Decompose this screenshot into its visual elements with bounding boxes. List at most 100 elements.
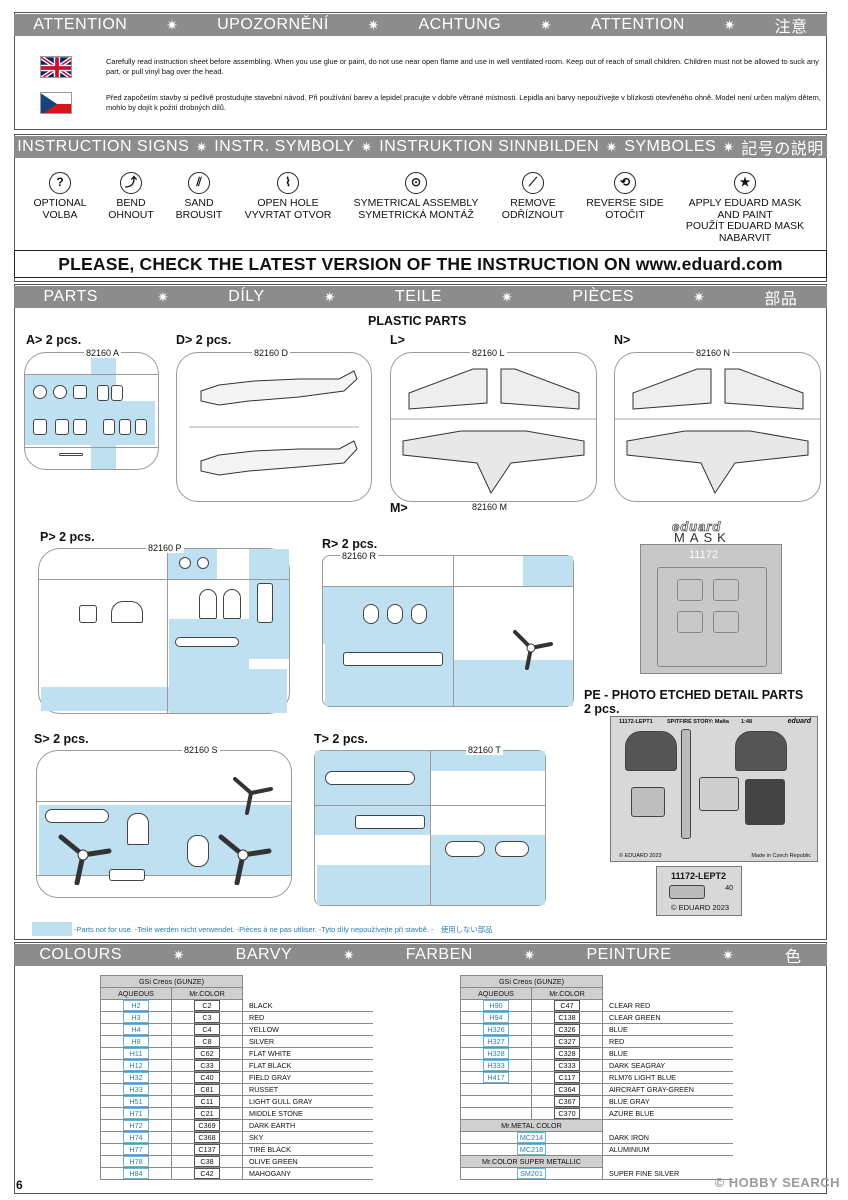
colours-cz: BARVY bbox=[235, 946, 293, 963]
mrcolor-cell: C47 bbox=[531, 999, 603, 1012]
mrcolor-code: C370 bbox=[554, 1108, 580, 1119]
parts-cz: DÍLY bbox=[228, 288, 265, 305]
colour-name: YELLOW bbox=[242, 1023, 373, 1036]
watermark: © HOBBY SEARCH bbox=[714, 1175, 840, 1190]
sprue-t-label: T> 2 pcs. bbox=[314, 732, 368, 746]
mrcolor-cell: C327 bbox=[531, 1035, 603, 1048]
pe-fret2-copy: © EDUARD 2023 bbox=[671, 903, 730, 912]
colour-name: DARK EARTH bbox=[242, 1119, 373, 1132]
mrcolor-cell: C38 bbox=[171, 1155, 243, 1168]
colour-name: BLUE bbox=[602, 1023, 733, 1036]
mrcolor-cell: C326 bbox=[531, 1023, 603, 1036]
separator-star-icon: ✷ bbox=[195, 138, 208, 155]
sprue-runner bbox=[323, 586, 573, 587]
mrcolor-code: C327 bbox=[554, 1036, 580, 1047]
mrcolor-code: C326 bbox=[554, 1024, 580, 1035]
instrument-panel-part bbox=[625, 731, 677, 771]
mrcolor-cell: C33 bbox=[171, 1059, 243, 1072]
separator-star-icon: ✷ bbox=[722, 138, 735, 155]
colour-name: SKY bbox=[242, 1131, 373, 1144]
separator-star-icon: ✷ bbox=[156, 288, 170, 305]
mrcolor-cell: C11 bbox=[171, 1095, 243, 1108]
reverse-icon: ⟲ bbox=[614, 172, 636, 194]
mrcolor-cell: C8 bbox=[171, 1035, 243, 1048]
plastic-part bbox=[175, 637, 239, 647]
sprue-n-label: N> bbox=[614, 333, 631, 347]
wing-part bbox=[391, 368, 596, 495]
aqueous-code: H12 bbox=[123, 1060, 149, 1071]
pe-fret1-name: SPITFIRE STORY: Malta bbox=[667, 719, 729, 725]
aqueous-cell bbox=[460, 1083, 532, 1096]
mask-sheet: 11172 bbox=[640, 544, 782, 674]
aqueous-code: H90 bbox=[483, 1000, 509, 1011]
aqueous-cell bbox=[460, 1095, 532, 1108]
sprue-a bbox=[24, 352, 159, 470]
metal-code: MC214 bbox=[516, 1132, 547, 1143]
attention-cz: UPOZORNĚNÍ bbox=[217, 16, 329, 33]
sign-label: POUŽÍT EDUARD MASK bbox=[685, 220, 805, 232]
colour-name: RUSSET bbox=[242, 1083, 373, 1096]
brand-header: GSi Creos (GUNZE) bbox=[100, 975, 243, 988]
aqueous-code: H4 bbox=[123, 1024, 149, 1035]
sprue-r-number: 82160 R bbox=[340, 551, 379, 561]
colours-de: FARBEN bbox=[405, 946, 473, 963]
mrcolor-header: Mr.COLOR bbox=[171, 987, 243, 1000]
parts-jp: 部品 bbox=[764, 291, 798, 308]
plastic-part bbox=[33, 385, 47, 399]
colour-name: FLAT WHITE bbox=[242, 1047, 373, 1060]
pe-fret2-code: 11172-LEPT2 bbox=[671, 871, 727, 881]
colour-name: DARK SEAGRAY bbox=[602, 1059, 733, 1072]
pe-qty: 2 pcs. bbox=[584, 702, 620, 716]
plastic-parts-title: PLASTIC PARTS bbox=[368, 314, 467, 328]
pe-part bbox=[745, 779, 785, 825]
not-for-use-area bbox=[317, 865, 545, 905]
colours-frame bbox=[14, 942, 827, 1194]
mrcolor-code: C367 bbox=[554, 1096, 580, 1107]
plastic-part bbox=[343, 652, 443, 666]
pe-part bbox=[681, 729, 691, 839]
pe-fret1-made: Made in Czech Republic bbox=[751, 853, 811, 859]
plastic-part bbox=[111, 601, 143, 623]
plastic-part bbox=[223, 589, 241, 619]
aqueous-cell: H90 bbox=[460, 999, 532, 1012]
plastic-part bbox=[355, 815, 425, 829]
sprue-runner bbox=[167, 549, 168, 713]
mrcolor-cell: C333 bbox=[531, 1059, 603, 1072]
aqueous-code: H84 bbox=[123, 1168, 149, 1179]
colour-name: FLAT BLACK bbox=[242, 1059, 373, 1072]
metal-cell: SM201 bbox=[460, 1167, 603, 1180]
aqueous-code: H51 bbox=[123, 1096, 149, 1107]
sign-label: ODŘÍZNOUT bbox=[501, 208, 565, 221]
sign-label: NABARVIT bbox=[718, 231, 772, 244]
metal-cell: MC218 bbox=[460, 1143, 603, 1156]
sprue-d bbox=[176, 352, 372, 502]
colour-name: RED bbox=[242, 1011, 373, 1024]
separator-star-icon: ✷ bbox=[501, 288, 514, 305]
colour-name: LIGHT GULL GRAY bbox=[242, 1095, 373, 1108]
sprue-s-label: S> 2 pcs. bbox=[34, 732, 89, 746]
plastic-part bbox=[135, 419, 147, 435]
sprue-n-number: 82160 N bbox=[694, 348, 733, 358]
mrcolor-code: C117 bbox=[554, 1072, 580, 1083]
colour-name: ALUMINIUM bbox=[602, 1143, 733, 1156]
aqueous-cell: H12 bbox=[100, 1059, 172, 1072]
sign-label: OPEN HOLE bbox=[257, 197, 319, 209]
sprue-runner bbox=[37, 875, 291, 876]
aqueous-cell: H417 bbox=[460, 1071, 532, 1084]
mrcolor-code: C47 bbox=[554, 1000, 580, 1011]
parts-frame bbox=[14, 284, 827, 940]
sprue-l-number: 82160 L bbox=[470, 348, 507, 358]
sign-label: AND PAINT bbox=[717, 208, 773, 221]
warning-czech: Před započetím stavby si pečlivě prostud… bbox=[106, 93, 821, 112]
aqueous-header: AQUEOUS bbox=[460, 987, 532, 1000]
aqueous-cell: H94 bbox=[460, 1011, 532, 1024]
mrcolor-code: C8 bbox=[194, 1036, 220, 1047]
sign-remove: ⟋ REMOVE ODŘÍZNOUT bbox=[473, 172, 593, 221]
plastic-part bbox=[411, 604, 427, 624]
colour-name: SILVER bbox=[242, 1035, 373, 1048]
